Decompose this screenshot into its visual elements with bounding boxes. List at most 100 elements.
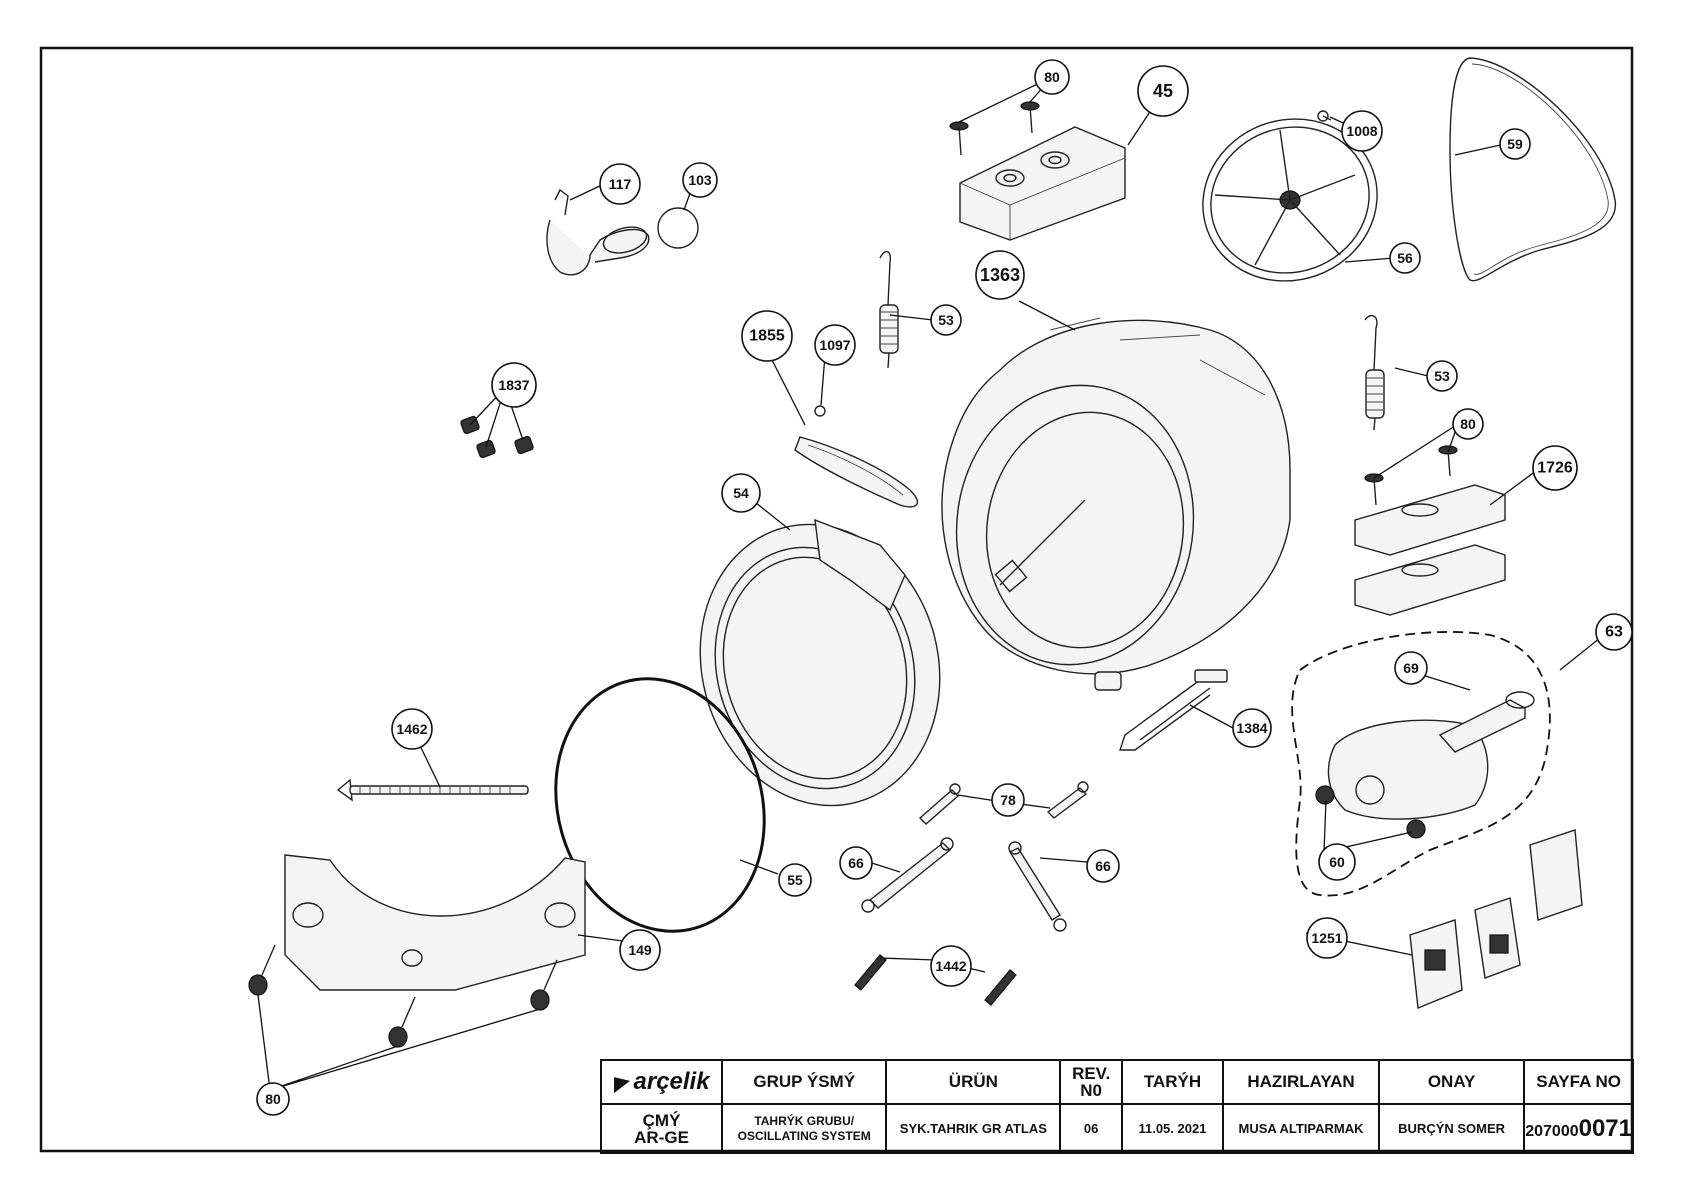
- part-78-pins: [918, 781, 1089, 825]
- callout-60-label: 60: [1329, 854, 1345, 870]
- part-66-shock-absorbers: [861, 837, 1067, 932]
- part-1855-gasket-bracket: [794, 436, 919, 508]
- callout-56: 56: [1389, 242, 1421, 274]
- callout-54: 54: [721, 473, 761, 513]
- part-1008-pulley-screw: [1317, 110, 1332, 122]
- part-63-motor-group: [1291, 631, 1551, 897]
- brand-logo-mark-icon: [613, 1072, 630, 1093]
- header-page: SAYFA NO: [1523, 1059, 1634, 1105]
- callout-149-label: 149: [628, 942, 652, 958]
- callout-1008: 1008: [1341, 110, 1383, 152]
- callout-1442-label: 1442: [935, 958, 966, 974]
- title-block: arçelik GRUP ÝSMÝ ÜRÜN REV. N0 TARÝH HAZ…: [599, 1059, 1634, 1154]
- value-page: 2070000071: [1523, 1103, 1634, 1154]
- part-1251-electronic-boards: [1409, 829, 1583, 1009]
- callout-1837: 1837: [491, 362, 537, 408]
- part-117-hose-fitting: [546, 188, 650, 276]
- part-1097-small-clip: [814, 405, 826, 417]
- part-149-bracket: [284, 854, 586, 991]
- callout-66-left: 66: [839, 846, 873, 880]
- callout-53-right: 53: [1426, 360, 1458, 392]
- callout-60: 60: [1318, 843, 1356, 881]
- callout-53-right-label: 53: [1434, 368, 1450, 384]
- value-date: 11.05. 2021: [1120, 1103, 1225, 1154]
- callout-149: 149: [619, 929, 661, 971]
- callout-69-label: 69: [1403, 660, 1419, 676]
- callout-56-label: 56: [1397, 250, 1413, 266]
- part-1363-tub: [941, 317, 1291, 691]
- callout-1097-label: 1097: [819, 337, 850, 353]
- callout-117-label: 117: [609, 176, 632, 192]
- part-54-door-gasket: [699, 518, 941, 807]
- part-1442-bolts: [854, 954, 1017, 1006]
- value-rev: 06: [1059, 1103, 1123, 1154]
- callout-53-left-label: 53: [938, 312, 954, 328]
- callout-1726: 1726: [1532, 445, 1578, 491]
- callout-63: 63: [1595, 613, 1633, 651]
- callout-55: 55: [778, 863, 812, 897]
- brand-logo: arçelik: [599, 1059, 724, 1105]
- part-103-clamp: [657, 207, 699, 249]
- callout-66-right-label: 66: [1095, 858, 1111, 874]
- callout-1097: 1097: [814, 324, 856, 366]
- callout-1726-label: 1726: [1537, 460, 1573, 477]
- part-1384-heater: [1119, 669, 1228, 751]
- value-group: TAHRÝK GRUBU/ OSCILLATING SYSTEM: [721, 1103, 888, 1154]
- header-approval: ONAY: [1378, 1059, 1526, 1105]
- value-prepared: MUSA ALTIPARMAK: [1222, 1103, 1381, 1154]
- value-page-prefix: 207000: [1525, 1122, 1579, 1140]
- part-53-spring-left: [879, 251, 899, 369]
- part-80-screws-bottom: [248, 944, 558, 1048]
- callout-117: 117: [599, 163, 641, 205]
- callout-1251: 1251: [1306, 917, 1348, 959]
- callout-1855: 1855: [741, 310, 793, 362]
- header-rev: REV. N0: [1059, 1059, 1123, 1105]
- dept-label: ÇMÝ AR-GE: [599, 1103, 724, 1154]
- callout-80-right-label: 80: [1460, 416, 1476, 432]
- callout-1384: 1384: [1232, 708, 1272, 748]
- callout-1251-label: 1251: [1311, 930, 1342, 946]
- callout-80-bottom-label: 80: [265, 1091, 281, 1107]
- callout-103: 103: [682, 162, 718, 198]
- callout-63-label: 63: [1605, 624, 1623, 641]
- callout-80-top-label: 80: [1044, 69, 1060, 85]
- callout-53-left: 53: [930, 304, 962, 336]
- callout-1363-label: 1363: [980, 265, 1020, 285]
- part-1462-cable-tie: [336, 778, 529, 802]
- callout-69: 69: [1394, 651, 1428, 685]
- part-55-clamp-ring: [554, 677, 766, 933]
- part-80-screws-top: [949, 101, 1040, 156]
- callout-1837-label: 1837: [498, 377, 529, 393]
- header-prepared: HAZIRLAYAN: [1222, 1059, 1381, 1105]
- callout-80-bottom: 80: [256, 1082, 290, 1116]
- header-group: GRUP ÝSMÝ: [721, 1059, 888, 1105]
- callout-1855-label: 1855: [749, 328, 785, 345]
- brand-logo-text: arçelik: [633, 1068, 710, 1095]
- callout-1442: 1442: [930, 945, 972, 987]
- value-product: SYK.TAHRIK GR ATLAS: [885, 1103, 1062, 1154]
- callout-1384-label: 1384: [1236, 720, 1267, 736]
- callout-45: 45: [1137, 65, 1189, 117]
- part-80-screws-right: [1364, 445, 1458, 506]
- callout-54-label: 54: [733, 485, 749, 501]
- part-1726-counterweight-bottom: [1354, 484, 1506, 616]
- value-page-suffix: 0071: [1578, 1114, 1632, 1142]
- callout-45-label: 45: [1153, 81, 1173, 101]
- part-59-belt: [1449, 57, 1616, 282]
- callout-80-right: 80: [1452, 408, 1484, 440]
- header-product: ÜRÜN: [885, 1059, 1062, 1105]
- callout-78: 78: [991, 783, 1025, 817]
- callout-78-label: 78: [1000, 792, 1016, 808]
- part-53-spring-right: [1364, 314, 1385, 431]
- callout-1462: 1462: [391, 708, 433, 750]
- callout-66-left-label: 66: [848, 855, 864, 871]
- callout-66-right: 66: [1086, 849, 1120, 883]
- callout-103-label: 103: [688, 172, 712, 188]
- header-date: TARÝH: [1120, 1059, 1225, 1105]
- part-1837-spacers: [460, 415, 534, 459]
- callout-59: 59: [1499, 128, 1531, 160]
- part-45-counterweight-top: [959, 126, 1126, 241]
- callout-59-label: 59: [1507, 136, 1523, 152]
- part-60-motor-screws: [1315, 785, 1426, 839]
